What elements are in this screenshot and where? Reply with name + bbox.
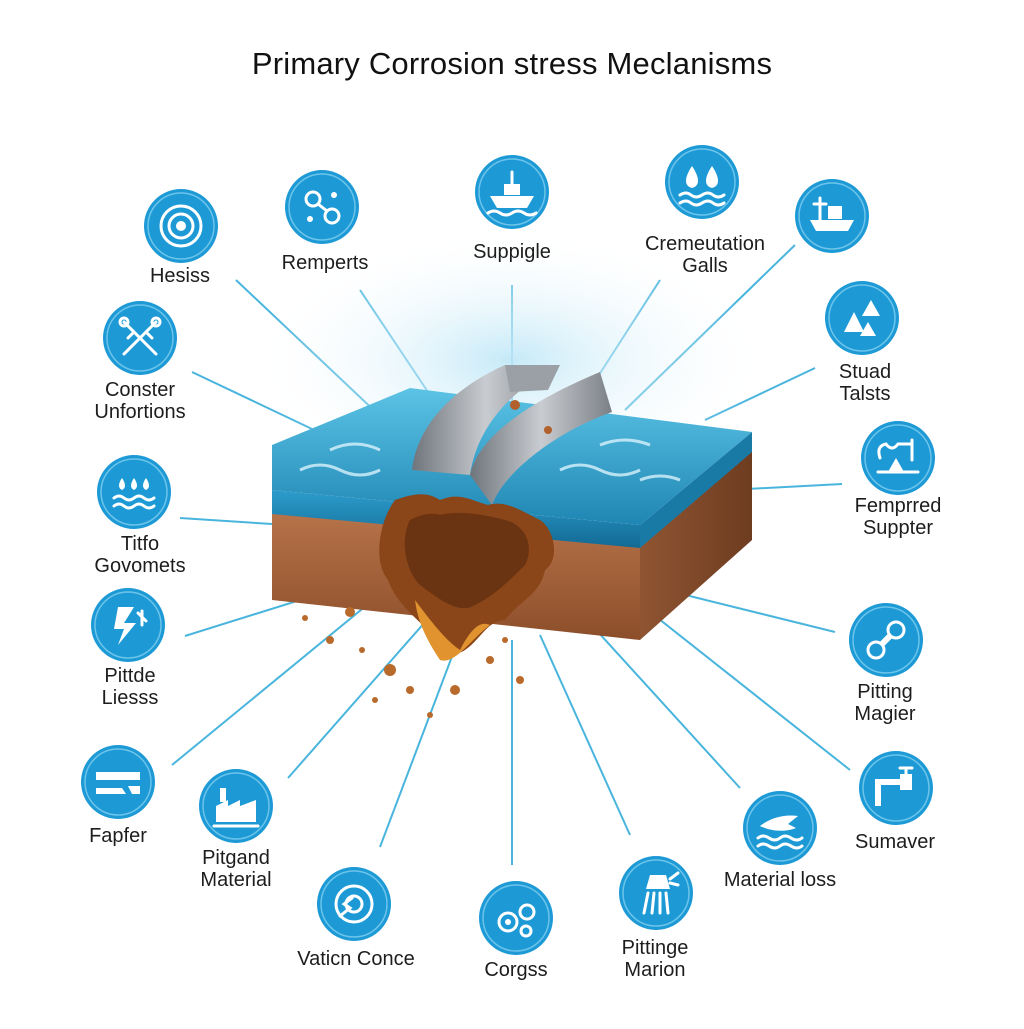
label-line: Talsts	[839, 383, 891, 405]
disc-crack-icon	[317, 867, 391, 941]
tap-wave-icon	[861, 421, 935, 495]
label-material-loss: Material loss	[680, 869, 880, 891]
water-drops-icon	[665, 145, 739, 219]
connector-pitgand-material	[287, 604, 441, 779]
cargo-ship-icon	[795, 179, 869, 253]
broken-shield-icon	[91, 588, 165, 662]
label-suppigle: Suppigle	[412, 241, 612, 263]
connector-sumaver	[634, 599, 851, 771]
diagram-title: Primary Corrosion stress Meclanisms	[251, 46, 773, 81]
label-line: Cremeutation	[644, 233, 766, 255]
hand-wave-icon	[743, 791, 817, 865]
label-line: Titfo	[120, 533, 160, 555]
label-line: Remperts	[281, 252, 369, 274]
label-hesiss: Hesiss	[80, 265, 280, 287]
connector-material-loss	[597, 631, 741, 789]
label-line: Pittinge	[621, 937, 689, 959]
label-line: Unfortions	[94, 401, 186, 423]
label-line: Galls	[682, 255, 728, 277]
drops-waves-icon	[97, 455, 171, 529]
corroded-metal-block	[250, 230, 770, 718]
label-line: Govomets	[94, 555, 186, 577]
label-line: Suppter	[862, 517, 934, 539]
connector-pittinge-marion	[539, 634, 631, 836]
label-line: Fapfer	[89, 825, 147, 847]
label-line: Stuad	[838, 361, 892, 383]
label-line: Pitgand	[202, 847, 270, 869]
connector-fapfer	[171, 581, 396, 766]
label-line: Femprred	[854, 495, 942, 517]
label-line: Pittde	[104, 665, 156, 687]
label-line: Sumaver	[854, 831, 936, 853]
mechanism-icons	[81, 145, 935, 955]
label-fapfer: Fapfer	[18, 825, 218, 847]
molecule-gears-icon	[285, 170, 359, 244]
ship-icon	[475, 155, 549, 229]
bone-link-icon	[849, 603, 923, 677]
broken-plank-icon	[81, 745, 155, 819]
label-line: Suppigle	[473, 241, 551, 263]
scissors-branches-icon	[103, 301, 177, 375]
label-sumaver: Sumaver	[795, 831, 995, 853]
connector-vaticn-conce	[379, 629, 463, 848]
concentric-rings-icon	[144, 189, 218, 263]
spray-nozzle-icon	[619, 856, 693, 930]
label-line: Conster	[104, 379, 176, 401]
gear-cluster-icon	[479, 881, 553, 955]
connector-titfo-govomets	[179, 517, 273, 525]
label-line: Material loss	[723, 869, 837, 891]
label-vaticn-conce: Vaticn Conce	[256, 948, 456, 970]
label-line: Marion	[624, 959, 686, 981]
iceberg-crystals-icon	[825, 281, 899, 355]
pipe-valve-icon	[859, 751, 933, 825]
label-line: Hesiss	[149, 265, 210, 287]
label-line: Pitting	[857, 681, 913, 703]
label-line: Magier	[854, 703, 916, 725]
factory-icon	[199, 769, 273, 843]
label-line: Material	[200, 869, 272, 891]
label-line: Liesss	[101, 687, 159, 709]
label-remperts: Remperts	[225, 252, 425, 274]
label-line: Vaticn Conce	[297, 948, 415, 970]
label-corgss: Corgss	[416, 959, 616, 981]
label-line: Corgss	[484, 959, 548, 981]
